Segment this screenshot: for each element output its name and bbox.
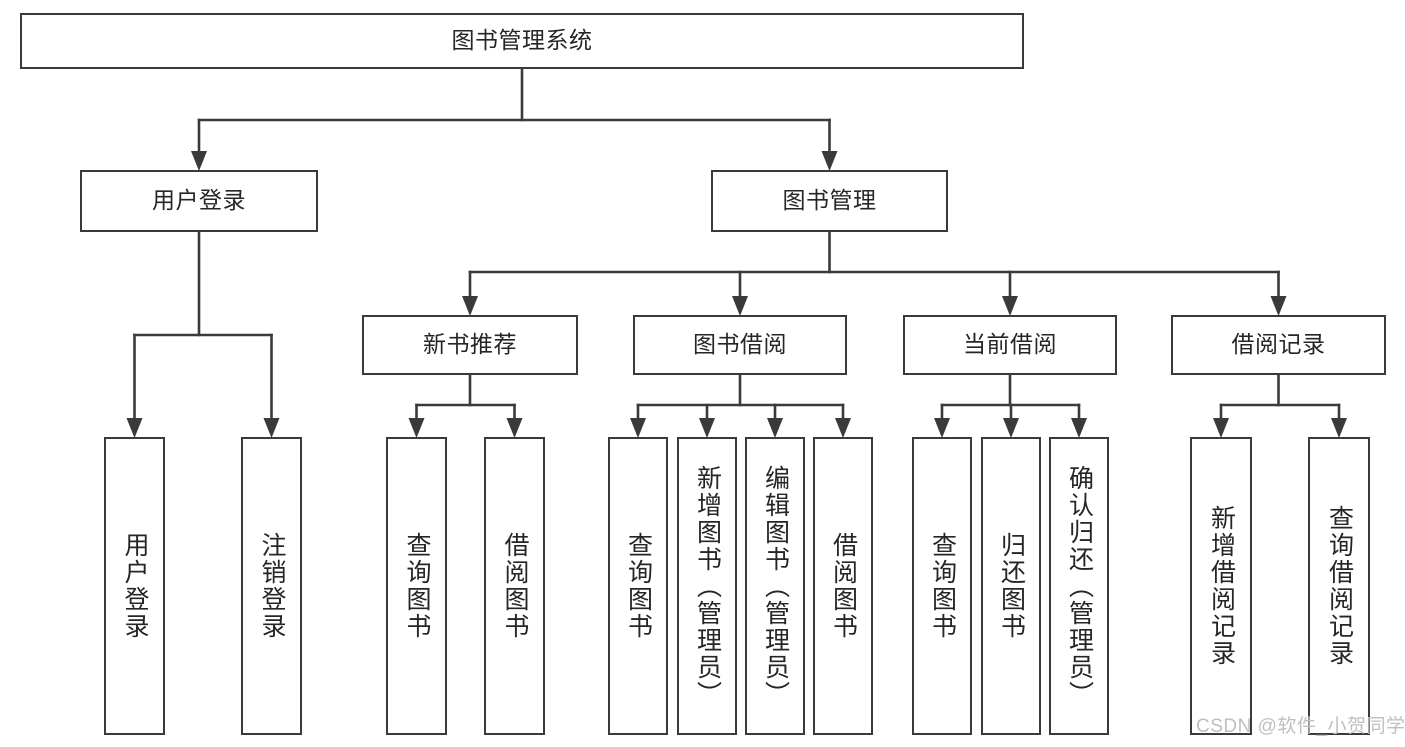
node-leaf-12[interactable]: 新增借阅记录 — [1190, 437, 1252, 735]
arrow-head-icon-leaf-6 — [699, 418, 715, 438]
node-leaf-11[interactable]: 确认归还（管理员） — [1049, 437, 1109, 735]
node-label: 确认归还（管理员） — [1065, 464, 1094, 708]
node-label: 图书管理系统 — [451, 27, 593, 54]
arrow-head-icon-bookmgmt — [821, 151, 838, 171]
arrow-head-icon-login — [191, 151, 207, 171]
node-newbook[interactable]: 新书推荐 — [362, 315, 578, 375]
node-bookmgmt[interactable]: 图书管理 — [711, 170, 948, 232]
node-record[interactable]: 借阅记录 — [1171, 315, 1386, 375]
node-label: 归还图书 — [997, 532, 1026, 640]
node-label: 编辑图书（管理员） — [761, 464, 790, 708]
node-label: 用户登录 — [121, 532, 149, 640]
node-label: 借阅图书 — [829, 532, 858, 640]
node-leaf-6[interactable]: 新增图书（管理员） — [677, 437, 737, 735]
node-label: 用户登录 — [152, 187, 246, 214]
node-label: 注销登录 — [258, 532, 286, 640]
node-label: 当前借阅 — [963, 331, 1057, 358]
arrow-head-icon-current — [1002, 296, 1018, 316]
arrow-head-icon-leaf-1 — [126, 418, 143, 438]
node-leaf-4[interactable]: 借阅图书 — [484, 437, 545, 735]
arrow-head-icon-leaf-8 — [835, 418, 851, 438]
arrow-head-icon-newbook — [462, 296, 478, 316]
node-label: 新增图书（管理员） — [693, 464, 722, 708]
arrow-head-icon-leaf-5 — [630, 418, 646, 438]
node-label: 借阅记录 — [1231, 331, 1326, 358]
node-leaf-13[interactable]: 查询借阅记录 — [1308, 437, 1370, 735]
arrow-head-icon-leaf-7 — [767, 418, 783, 438]
node-label: 查询图书 — [403, 532, 431, 640]
node-label: 新增借阅记录 — [1207, 505, 1236, 667]
node-label: 查询借阅记录 — [1325, 505, 1354, 667]
arrow-head-icon-leaf-4 — [506, 418, 523, 438]
node-current[interactable]: 当前借阅 — [903, 315, 1117, 375]
node-label: 查询图书 — [624, 532, 653, 640]
arrow-head-icon-leaf-10 — [1003, 418, 1019, 438]
node-leaf-10[interactable]: 归还图书 — [981, 437, 1041, 735]
node-label: 新书推荐 — [423, 331, 517, 358]
node-leaf-2[interactable]: 注销登录 — [241, 437, 302, 735]
node-label: 图书借阅 — [693, 331, 787, 358]
arrow-head-icon-record — [1270, 296, 1287, 316]
node-borrow[interactable]: 图书借阅 — [633, 315, 847, 375]
node-leaf-9[interactable]: 查询图书 — [912, 437, 972, 735]
arrow-head-icon-leaf-13 — [1331, 418, 1347, 438]
arrow-head-icon-leaf-3 — [408, 418, 425, 438]
node-root[interactable]: 图书管理系统 — [20, 13, 1024, 69]
node-login[interactable]: 用户登录 — [80, 170, 318, 232]
arrow-head-icon-leaf-2 — [263, 418, 280, 438]
arrow-head-icon-borrow — [732, 296, 748, 316]
arrow-head-icon-leaf-12 — [1213, 418, 1229, 438]
arrow-head-icon-leaf-11 — [1071, 418, 1087, 438]
node-label: 借阅图书 — [501, 532, 529, 640]
node-leaf-7[interactable]: 编辑图书（管理员） — [745, 437, 805, 735]
arrow-head-icon-leaf-9 — [934, 418, 950, 438]
node-leaf-5[interactable]: 查询图书 — [608, 437, 668, 735]
node-label: 图书管理 — [782, 187, 877, 214]
node-leaf-8[interactable]: 借阅图书 — [813, 437, 873, 735]
node-leaf-1[interactable]: 用户登录 — [104, 437, 165, 735]
node-label: 查询图书 — [928, 532, 957, 640]
node-leaf-3[interactable]: 查询图书 — [386, 437, 447, 735]
